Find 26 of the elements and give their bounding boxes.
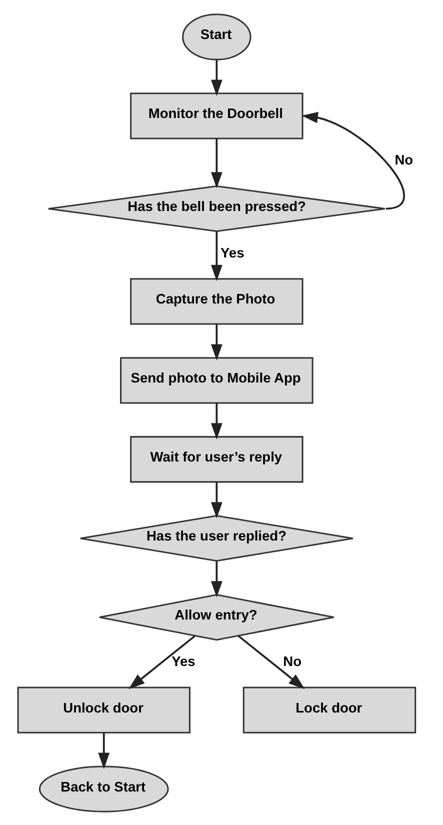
node-box: Wait for user’s reply — [130, 436, 303, 482]
edge-label: Yes — [171, 653, 195, 668]
node-box: Unlock door — [16, 686, 190, 733]
arrow — [210, 482, 222, 518]
arrow — [128, 634, 196, 689]
node-box: Send photo to Mobile App — [120, 356, 313, 404]
arrow — [301, 111, 404, 210]
arrow — [98, 732, 110, 769]
node-diamond: Has the user replied? — [79, 514, 354, 562]
arrow — [210, 560, 222, 597]
node-box: Monitor the Doorbell — [130, 92, 303, 139]
node-ellipse: Back to Start — [38, 765, 168, 812]
node-ellipse: Start — [182, 13, 251, 60]
arrow — [210, 59, 222, 96]
arrow — [210, 230, 222, 281]
node-box: Capture the Photo — [130, 278, 303, 324]
node-diamond: Has the bell been pressed? — [47, 184, 386, 232]
arrow — [210, 324, 222, 360]
edge-label: No — [394, 152, 413, 168]
edge-label: Yes — [220, 244, 244, 260]
arrow — [237, 634, 304, 689]
node-box: Lock door — [242, 686, 416, 733]
edge-label: No — [282, 653, 302, 668]
node-diamond: Allow entry? — [98, 593, 334, 640]
arrow — [210, 138, 222, 188]
arrow — [210, 402, 222, 439]
